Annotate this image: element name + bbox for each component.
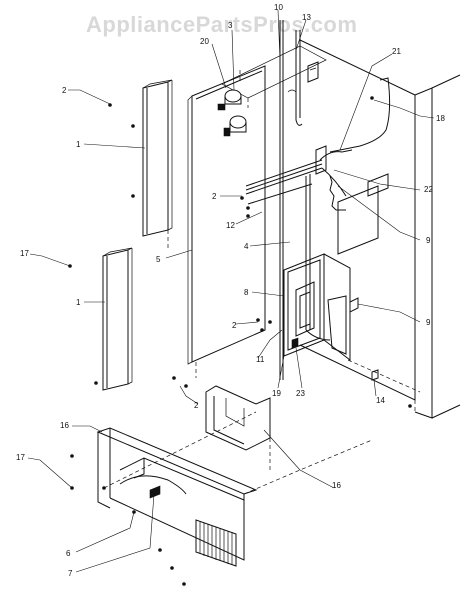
wall-labels [337,173,389,381]
callout-4: 4 [244,242,249,251]
water-tubes [279,20,303,380]
callout-13: 13 [302,13,311,22]
dispenser-housing [283,253,351,362]
clip-top [307,61,319,83]
callout-22: 22 [424,185,433,194]
callout-14: 14 [376,396,385,405]
callout-1b: 1 [76,298,81,307]
hinge-bracket-upper [217,89,242,111]
callout-16a: 16 [60,421,69,430]
callout-3: 3 [228,21,233,30]
callout-5: 5 [156,255,161,264]
cabinet-body [299,39,461,419]
watermark-text: AppliancePartsPros.com [86,12,357,37]
callout-6: 6 [66,549,71,558]
callout-1a: 1 [76,140,81,149]
callout-16b: 16 [332,481,341,490]
callout-labels: 2 1 17 1 5 20 3 10 13 21 18 22 9 2 12 4 … [16,3,445,578]
cover-plate-center [205,385,271,451]
callout-12: 12 [226,221,235,230]
base-grille-assembly [96,427,373,567]
callout-19: 19 [272,389,281,398]
callout-11: 11 [256,355,265,364]
callout-20: 20 [200,37,209,46]
callout-17b: 17 [16,453,25,462]
callout-2a: 2 [62,86,67,95]
hinge-bracket-lower [223,115,247,137]
valve-assembly [315,77,391,211]
callout-10: 10 [274,3,283,12]
callout-17a: 17 [20,249,29,258]
back-panel [187,65,266,365]
shelf-rods [245,159,323,205]
callout-9b: 9 [426,318,431,327]
callout-23: 23 [296,389,305,398]
leader-lines [27,9,435,573]
callout-2b: 2 [212,192,217,201]
callout-18: 18 [436,114,445,123]
callout-9a: 9 [426,236,431,245]
callout-8: 8 [244,288,249,297]
side-panel-upper [142,79,173,237]
callout-2d: 2 [194,401,199,410]
alignment-lines [103,70,421,489]
fill-tube [305,174,311,330]
side-panel-lower [102,247,133,391]
callout-21: 21 [392,47,401,56]
callout-7: 7 [68,569,73,578]
callout-2c: 2 [232,321,237,330]
